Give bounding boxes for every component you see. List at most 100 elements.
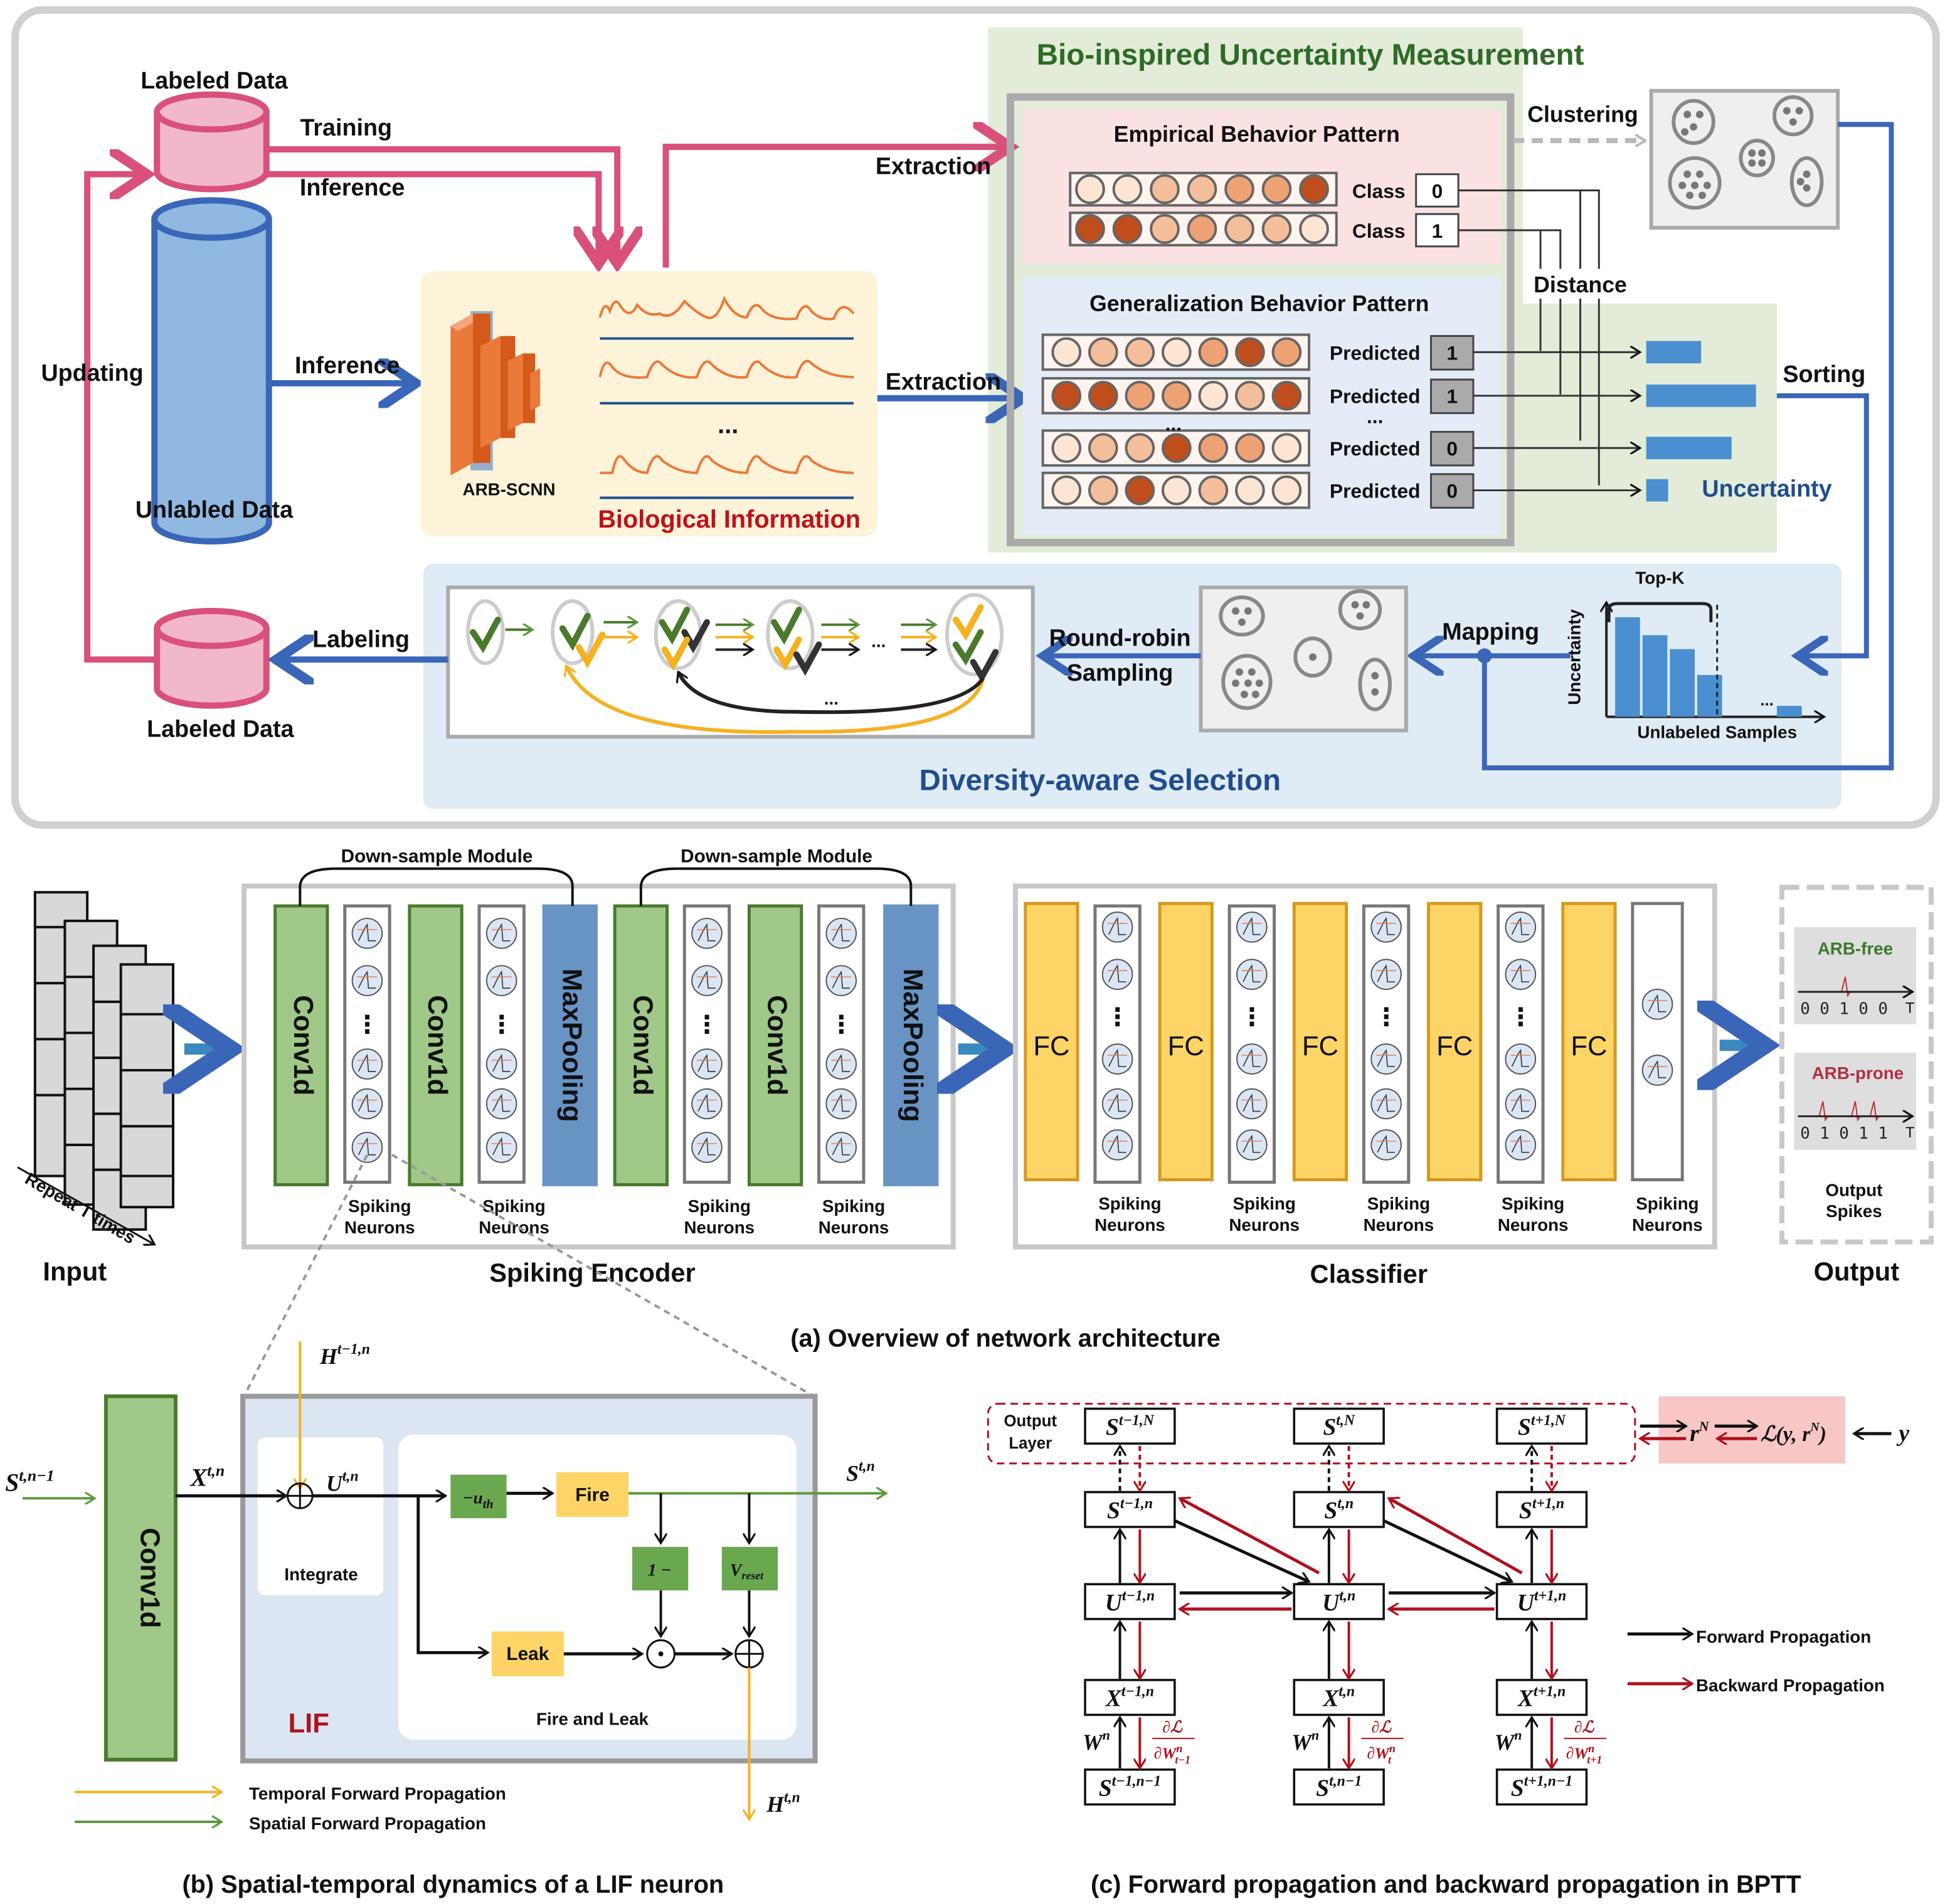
- h-out-label: Ht,n: [766, 1789, 800, 1817]
- pattern-neuron: [1162, 381, 1192, 411]
- leak-label: Leak: [506, 1644, 549, 1664]
- encoder-label: Spiking Encoder: [489, 1258, 696, 1287]
- y-label: y: [1896, 1420, 1909, 1447]
- pattern-neuron: [1271, 337, 1302, 368]
- labeled-data-bottom-cylinder: [154, 608, 270, 709]
- svg-text:St,N: St,N: [1323, 1412, 1355, 1440]
- downsample-bracket-1: [299, 867, 574, 907]
- neuron-icon: [1101, 1043, 1133, 1075]
- pattern-neuron: [1224, 174, 1254, 205]
- output-spikes-label-2: Spikes: [1826, 1201, 1882, 1221]
- output-layer-region: [987, 1403, 1636, 1465]
- extraction-top-arrow: [662, 147, 1010, 268]
- predicted-label: Predicted: [1330, 437, 1421, 460]
- downsample-label-1: Down-sample Module: [341, 846, 533, 867]
- neuron-icon: [1370, 912, 1402, 943]
- extraction-top-label: Extraction: [876, 153, 991, 179]
- fc-layer: FC: [1561, 901, 1617, 1181]
- generalization-row: [1041, 471, 1311, 509]
- neuron-icon: [351, 965, 383, 996]
- spiking-neurons-label: Spiking: [348, 1196, 411, 1216]
- input-label: Input: [43, 1257, 107, 1286]
- generalization-title: Generalization Behavior Pattern: [1089, 291, 1429, 316]
- mapping-label: Mapping: [1442, 619, 1539, 645]
- vdots: ⋮: [1374, 1004, 1399, 1031]
- clustering-to-mapping-line: [1481, 122, 1894, 770]
- uncertainty-label: Uncertainty: [1702, 475, 1831, 501]
- round-robin-label-2: Sampling: [1067, 659, 1174, 686]
- distance-lines: [1458, 189, 1600, 486]
- neuron-icon: [825, 917, 857, 949]
- predicted-value-box: [1429, 335, 1475, 371]
- pattern-neuron: [1235, 381, 1265, 411]
- arb-prone-bits: 0 1 0 1 1: [1800, 1124, 1888, 1143]
- uncertainty-bar: [1646, 384, 1756, 407]
- neuron-icon: [485, 1048, 517, 1080]
- threshold-box: [450, 1474, 507, 1519]
- output-spike-node: [1495, 1407, 1588, 1445]
- zoom-guide-left: [243, 1154, 369, 1397]
- spiking-neurons-label: Neurons: [1094, 1215, 1165, 1235]
- gradient-numerator: ∂ℒ: [1574, 1718, 1595, 1736]
- empirical-row: [1069, 171, 1338, 207]
- pattern-neuron: [1271, 433, 1302, 463]
- spike-ellipsis: ...: [718, 411, 738, 439]
- svg-text:Conv1d: Conv1d: [288, 995, 319, 1095]
- fc-layer: FC: [1427, 901, 1483, 1181]
- sampling-ellipsis: ...: [871, 632, 886, 651]
- neuron-icon: [1236, 1088, 1268, 1120]
- cluster-box-bottom: [1199, 585, 1408, 733]
- spiking-neurons-label: Neurons: [684, 1218, 755, 1237]
- output-spikes-label-1: Output: [1825, 1180, 1882, 1199]
- loop-ellipsis: ...: [824, 689, 839, 708]
- neuron-icon: [1370, 959, 1402, 991]
- gradient-numerator: ∂ℒ: [1371, 1718, 1392, 1736]
- pattern-neuron: [1075, 174, 1105, 205]
- spiking-neurons-label: Spiking: [688, 1196, 751, 1216]
- uncertainty-bar: [1646, 341, 1702, 364]
- maxpooling-layer: MaxPooling: [883, 904, 939, 1186]
- pattern-neuron: [1235, 337, 1265, 368]
- leak-branch-arrow: [416, 1496, 488, 1652]
- chart-x-label: Unlabeled Samples: [1637, 722, 1797, 742]
- pattern-neuron: [1088, 475, 1118, 506]
- pattern-neuron: [1088, 433, 1118, 463]
- neuron-icon: [825, 1088, 857, 1120]
- pattern-neuron: [1261, 174, 1292, 205]
- labeled-data-top-label: Labeled Data: [140, 67, 289, 93]
- spiking-neuron-column: ⋮: [1093, 904, 1142, 1184]
- spiking-neurons-label: Spiking: [1636, 1194, 1699, 1213]
- output-spike-node: [1084, 1407, 1176, 1445]
- neuron-icon: [1370, 1129, 1402, 1161]
- spiking-neurons-label: Spiking: [1502, 1194, 1564, 1213]
- neuron-icon: [485, 917, 517, 949]
- output-label: Output: [1814, 1257, 1900, 1286]
- pattern-neuron: [1150, 174, 1180, 205]
- generalization-row: [1041, 377, 1311, 415]
- pattern-neuron: [1198, 337, 1229, 368]
- empirical-title: Empirical Behavior Pattern: [1114, 122, 1400, 147]
- plus-icon: [287, 1483, 313, 1509]
- pattern-neuron: [1150, 214, 1180, 244]
- neuron-icon: [1505, 1043, 1537, 1075]
- caption-a: (a) Overview of network architecture: [790, 1324, 1220, 1352]
- svg-text:Ut−1,n: Ut−1,n: [1105, 1588, 1155, 1616]
- pattern-neuron: [1112, 174, 1143, 205]
- sorted-uncertainty-chart: [1606, 602, 1824, 716]
- neuron-icon: [1505, 959, 1537, 991]
- svg-text:FC: FC: [1302, 1031, 1338, 1061]
- arb-prone-label: ARB-prone: [1812, 1063, 1904, 1083]
- pattern-neuron: [1235, 433, 1265, 463]
- pattern-neuron: [1051, 381, 1082, 411]
- arb-free-panel: [1794, 927, 1917, 1024]
- svg-text:Ut,n: Ut,n: [1322, 1588, 1355, 1616]
- output-layer-label-1: Output: [1004, 1412, 1057, 1430]
- pattern-neuron: [1271, 381, 1302, 411]
- vreset-label: Vreset: [730, 1560, 764, 1582]
- predicted-value: 1: [1446, 341, 1458, 364]
- svg-text:Xt,n: Xt,n: [1322, 1684, 1355, 1712]
- vdots: ⋮: [1239, 1004, 1264, 1031]
- inference-top-label: Inference: [300, 174, 405, 200]
- svg-text:Xt−1,n: Xt−1,n: [1105, 1684, 1154, 1712]
- unlabeled-data-cylinder: [151, 197, 272, 545]
